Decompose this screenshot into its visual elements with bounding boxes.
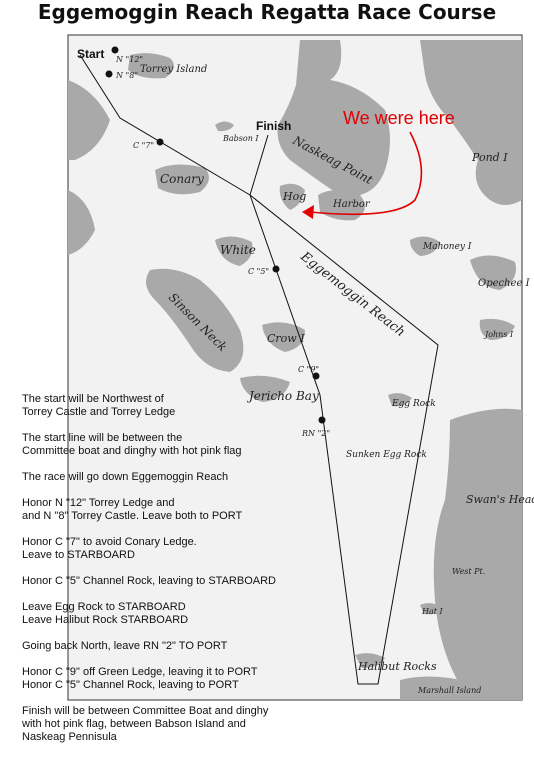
- egg-rock-name: Egg Rock: [391, 399, 436, 409]
- instruction-item: Honor C "5" Channel Rock, leaving to STA…: [22, 575, 276, 587]
- instruction-item: The race will go down Eggemoggin Reach: [22, 471, 229, 483]
- pond-i-name: Pond I: [471, 151, 508, 164]
- hog-name: Hog: [282, 190, 306, 203]
- instruction-item: Honor C "9" off Green Ledge, leaving it …: [22, 666, 258, 691]
- hat-i-name: Hat I: [421, 607, 444, 616]
- instruction-item: Going back North, leave RN "2" TO PORT: [22, 640, 228, 652]
- jericho-land: [240, 375, 290, 402]
- n8-label: N "8": [115, 71, 138, 80]
- c7-label: C "7": [133, 141, 154, 150]
- conary-name: Conary: [160, 172, 204, 186]
- west-pt-name: West Pt.: [452, 567, 485, 576]
- hog-land: [279, 183, 305, 210]
- instruction-item: The start will be Northwest of Torrey Ca…: [22, 393, 176, 418]
- opechee-name: Opechee I: [478, 278, 531, 289]
- torrey-island-land: [128, 53, 174, 79]
- halibut-land: [355, 653, 385, 668]
- instruction-item: Finish will be between Committee Boat an…: [22, 705, 269, 743]
- white-name: White: [220, 243, 256, 257]
- buoy-c5: [272, 265, 280, 273]
- swans-head-name: Swan's Head: [466, 493, 534, 506]
- egg-rock-land: [388, 393, 412, 407]
- mahoney-land: [410, 236, 440, 256]
- annotation-arrowhead: [302, 205, 314, 219]
- race-instructions: The start will be Northwest of Torrey Ca…: [22, 393, 322, 757]
- babson-name: Babson I: [222, 134, 259, 143]
- white-land: [215, 236, 253, 266]
- instruction-item: The start line will be between the Commi…: [22, 432, 242, 457]
- buoy-c9: [312, 372, 320, 380]
- buoy-rn2: [318, 416, 326, 424]
- n12-label: N "12": [115, 55, 143, 64]
- babson-land: [215, 121, 234, 132]
- rn2-label: RN "2": [301, 429, 330, 438]
- course-outbound: [79, 54, 439, 685]
- c9-label: C "9": [298, 365, 319, 374]
- annotation-arrow: [309, 131, 423, 216]
- land-masses: [68, 40, 522, 700]
- swans-island: [433, 408, 522, 700]
- marshall-land: [400, 676, 470, 700]
- west-land: [68, 80, 110, 160]
- west-land-2: [68, 190, 95, 255]
- annotation: We were here: [302, 108, 455, 219]
- halibut-rocks-name: Halibut Rocks: [357, 660, 437, 673]
- finish-line: [249, 134, 269, 196]
- instruction-item: Honor N "12" Torrey Ledge and and N "8" …: [22, 497, 243, 522]
- naskeag-peninsula: [277, 40, 390, 195]
- johns-name: Johns I: [483, 330, 514, 339]
- johns-land: [479, 318, 515, 340]
- instruction-item: Leave Egg Rock to STARBOARD Leave Halibu…: [22, 601, 189, 626]
- hat-land: [420, 603, 442, 615]
- buoy-c7: [156, 138, 164, 146]
- northeast-land: [420, 40, 522, 205]
- buoys: [105, 46, 326, 424]
- torrey-island-name: Torrey Island: [140, 64, 207, 75]
- instruction-item: Honor C "7" to avoid Conary Ledge. Leave…: [22, 536, 197, 561]
- race-course-lines: [79, 54, 439, 685]
- start-label: Start: [77, 47, 104, 61]
- we-were-here-label: We were here: [343, 108, 455, 128]
- crow-land: [262, 322, 305, 352]
- sinson-neck: [146, 268, 244, 372]
- mahoney-name: Mahoney I: [422, 242, 472, 252]
- sunken-egg-rock-name: Sunken Egg Rock: [346, 450, 427, 460]
- harbor-name: Harbor: [332, 199, 371, 210]
- buoy-n8: [105, 70, 113, 78]
- buoy-start: [111, 46, 119, 54]
- jericho-bay-name: Jericho Bay: [246, 389, 319, 403]
- map-title: Eggemoggin Reach Regatta Race Course: [37, 0, 497, 24]
- marshall-island-name: Marshall Island: [417, 686, 481, 695]
- finish-label: Finish: [256, 119, 291, 133]
- crow-name: Crow I: [267, 332, 305, 345]
- conary-land: [155, 164, 209, 195]
- c5-label: C "5": [248, 267, 269, 276]
- opechee-land: [470, 255, 516, 290]
